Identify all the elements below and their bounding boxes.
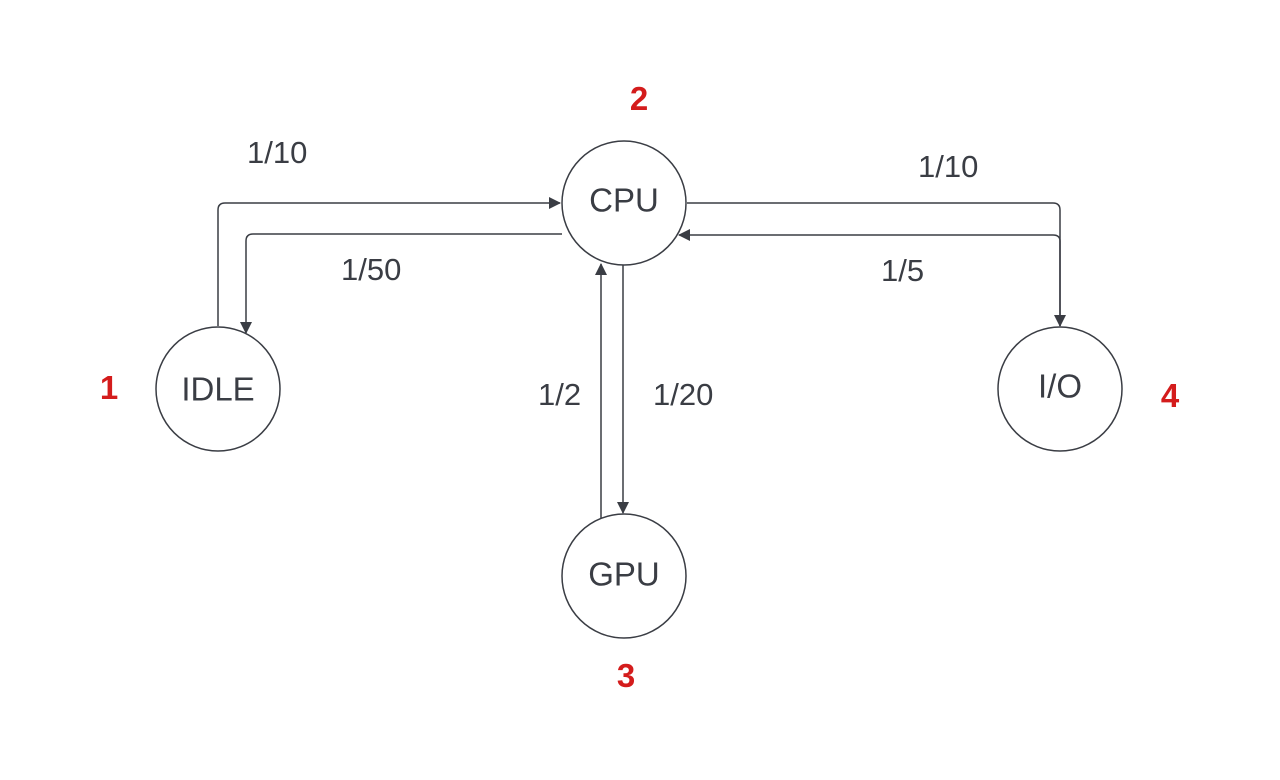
- state-cpu: CPU: [561, 140, 687, 266]
- label-gpu-to-cpu: 1/2: [538, 377, 581, 412]
- state-cpu-label: CPU: [589, 182, 659, 219]
- state-io: I/O: [997, 326, 1123, 452]
- edge-cpu-to-idle: [240, 233, 562, 334]
- edge-idle-to-cpu: [217, 197, 561, 326]
- label-io-to-cpu: 1/5: [881, 253, 924, 288]
- state-idle: IDLE: [155, 326, 281, 452]
- edge-io-to-cpu: [678, 229, 1061, 326]
- node-number-io: 4: [1161, 377, 1180, 414]
- node-number-idle: 1: [100, 369, 118, 406]
- label-idle-to-cpu: 1/10: [247, 135, 307, 170]
- label-cpu-to-idle: 1/50: [341, 252, 401, 287]
- label-cpu-to-gpu: 1/20: [653, 377, 713, 412]
- state-gpu-label: GPU: [588, 556, 660, 593]
- state-io-label: I/O: [1038, 368, 1082, 405]
- edge-cpu-to-io: [687, 202, 1066, 327]
- node-number-gpu: 3: [617, 657, 635, 694]
- state-idle-label: IDLE: [181, 371, 254, 408]
- state-gpu: GPU: [561, 513, 687, 639]
- label-cpu-to-io: 1/10: [918, 149, 978, 184]
- node-number-cpu: 2: [630, 80, 648, 117]
